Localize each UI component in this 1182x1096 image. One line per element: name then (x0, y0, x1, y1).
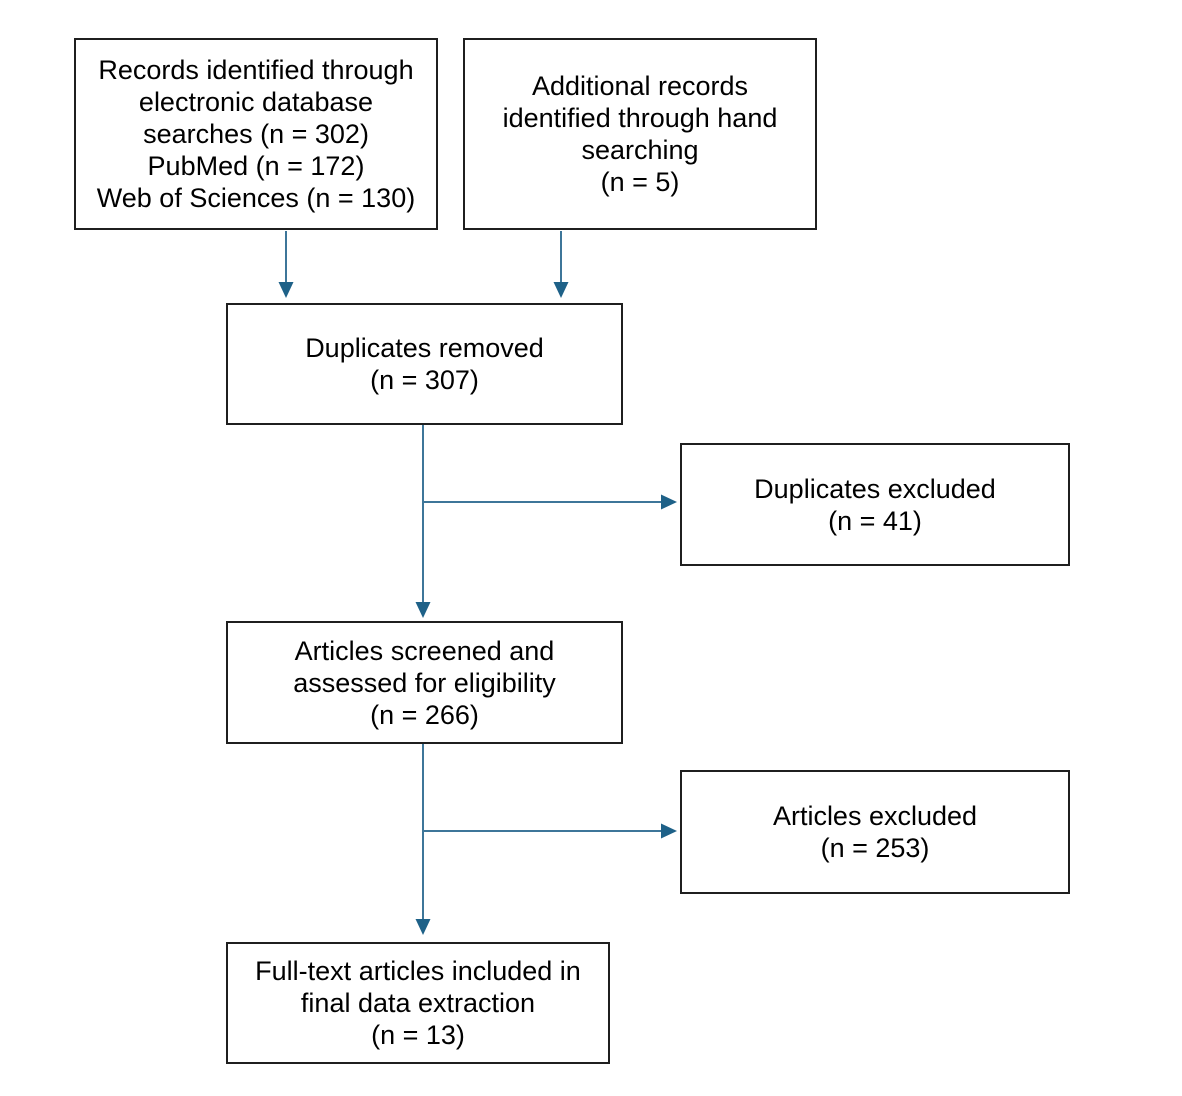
arrow-down-icon (278, 282, 294, 298)
box-text-line: (n = 41) (828, 505, 922, 536)
box-text-line: (n = 13) (371, 1020, 465, 1050)
arrow-branch-duplicates-excluded (423, 494, 677, 510)
box-text-line: (n = 266) (370, 699, 479, 730)
box-text-line: Additional records (531, 71, 749, 101)
arrow-records-to-duplicates-removed (278, 231, 294, 298)
box-articles-excluded: Articles excluded (n = 253) (680, 770, 1070, 894)
box-text-line: (n = 253) (820, 833, 930, 863)
box-records-identified: Records identified through electronic da… (74, 38, 438, 230)
box-text-line: Records identified through (98, 55, 414, 85)
box-duplicates-removed: Duplicates removed (n = 307) (226, 303, 623, 425)
box-text-line: Duplicates excluded (754, 473, 996, 504)
arrow-right-icon (661, 823, 677, 839)
box-text-line: PubMed (n = 172) (147, 151, 365, 181)
arrow-down-icon (415, 919, 431, 935)
box-text-line: Duplicates removed (305, 333, 544, 363)
box-duplicates-excluded: Duplicates excluded (n = 41) (680, 443, 1070, 566)
arrow-duplicates-removed-to-screened (415, 425, 431, 618)
box-text-line: assessed for eligibility (293, 667, 556, 698)
box-text-line: identified through hand (502, 103, 778, 133)
box-text-line: searches (n = 302) (143, 119, 369, 149)
box-text-line: Articles excluded (772, 801, 978, 831)
box-text-line: (n = 307) (370, 365, 479, 395)
arrow-additional-to-duplicates-removed (553, 231, 569, 298)
box-additional-records: Additional records identified through ha… (463, 38, 817, 230)
box-articles-screened: Articles screened and assessed for eligi… (226, 621, 623, 744)
box-text-line: (n = 5) (600, 167, 680, 197)
arrow-screened-to-fulltext (415, 744, 431, 935)
box-fulltext-included: Full-text articles included in final dat… (226, 942, 610, 1064)
box-text-line: searching (581, 135, 699, 165)
arrow-right-icon (661, 494, 677, 510)
box-text-line: electronic database (138, 87, 374, 117)
box-text-line: final data extraction (300, 988, 536, 1018)
arrow-branch-articles-excluded (423, 823, 677, 839)
box-text-line: Web of Sciences (n = 130) (96, 183, 416, 213)
arrow-down-icon (415, 602, 431, 618)
box-text-line: Articles screened and (294, 635, 555, 666)
arrow-down-icon (553, 282, 569, 298)
box-text-line: Full-text articles included in (255, 956, 581, 986)
